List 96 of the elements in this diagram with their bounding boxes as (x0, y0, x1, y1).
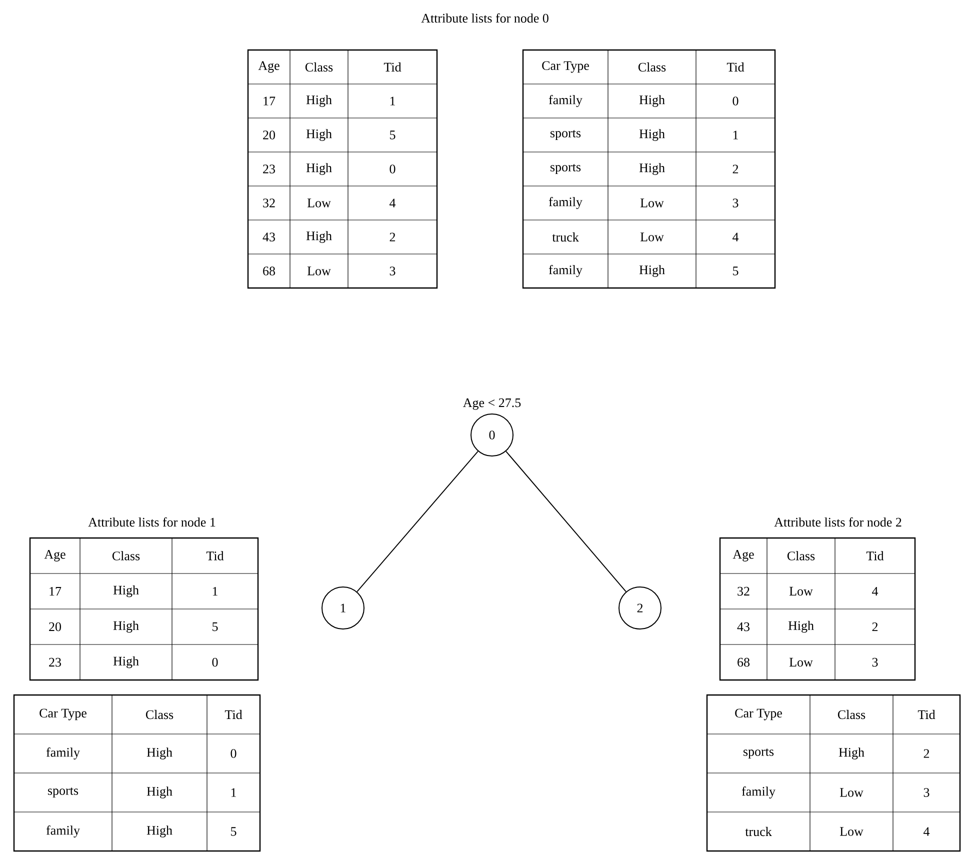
column-header: Car Type (40, 708, 86, 720)
cell-value: 3 (924, 788, 930, 797)
cell-value: 0 (732, 96, 738, 106)
column-header: Class (787, 551, 815, 560)
cell-value: 1 (733, 130, 738, 140)
cell-value: 0 (390, 164, 396, 174)
cell-value: Low (789, 658, 813, 667)
column-header: Class (112, 551, 140, 560)
cell-value: High (639, 95, 665, 107)
cell-value: family (742, 786, 776, 798)
cell-value: High (838, 748, 864, 760)
table-heading: Attribute lists for node 0 (421, 13, 548, 23)
cell-value: sports (550, 130, 581, 140)
cell-value: High (146, 748, 172, 760)
cell-value: High (639, 163, 665, 175)
column-header: Car Type (735, 708, 782, 720)
cell-value: High (306, 129, 332, 141)
column-header: Class (305, 62, 333, 72)
cell-value: High (306, 231, 332, 243)
cell-value: High (306, 95, 332, 107)
cell-value: 3 (390, 266, 396, 276)
cell-value: 3 (872, 658, 878, 667)
cell-value: High (788, 620, 814, 633)
cell-value: family (46, 826, 80, 838)
table-heading: Attribute lists for node 1 (88, 517, 216, 527)
cell-value: family (46, 748, 80, 760)
cell-value: family (548, 197, 582, 209)
cell-value: High (113, 620, 139, 633)
cell-value: High (113, 656, 139, 668)
cell-value: 4 (732, 232, 739, 242)
cell-value: High (306, 163, 332, 175)
cell-value: 4 (872, 586, 878, 596)
cell-value: High (639, 129, 665, 141)
cell-value: 3 (732, 198, 738, 208)
cell-value: family (548, 265, 582, 277)
column-header: Tid (384, 62, 402, 72)
cell-value: Low (840, 788, 864, 797)
cell-value: truck (552, 232, 579, 242)
cell-value: 0 (212, 658, 218, 667)
cell-value: 2 (390, 232, 396, 242)
cell-value: Low (789, 586, 813, 596)
cell-value: 2 (872, 622, 878, 632)
cell-value: sports (48, 787, 78, 798)
cell-value: Low (307, 266, 331, 276)
column-header: Tid (224, 710, 242, 720)
column-header: Class (146, 710, 174, 720)
branch-line (505, 450, 627, 592)
cell-value: truck (745, 826, 772, 836)
cell-value: 1 (231, 788, 236, 797)
cell-value: 17 (50, 586, 62, 596)
cell-value: 2 (924, 749, 930, 758)
column-header: Age (258, 61, 280, 73)
column-header: Tid (726, 62, 744, 72)
cell-value: High (639, 265, 665, 277)
cell-value: 0 (230, 749, 236, 758)
cell-value: 4 (390, 198, 396, 208)
cell-value: sports (550, 164, 581, 174)
column-header: Age (732, 550, 754, 562)
cell-value: 23 (263, 164, 275, 174)
column-header: Class (638, 62, 666, 72)
cell-value: 68 (263, 266, 275, 276)
cell-value: 5 (733, 266, 738, 276)
cell-value: 5 (390, 130, 396, 140)
cell-value: 5 (231, 827, 236, 836)
cell-value: 68 (738, 658, 750, 667)
split-condition: Age < 27.5 (463, 398, 521, 410)
cell-value: Low (640, 232, 664, 242)
cell-value: family (548, 95, 582, 107)
column-header: Car Type (542, 61, 589, 73)
cell-value: 43 (262, 232, 275, 242)
cell-value: 17 (264, 96, 276, 106)
cell-value: Low (307, 198, 331, 208)
column-header: Tid (866, 551, 884, 560)
cell-value: 4 (924, 827, 930, 836)
column-header: Tid (918, 710, 936, 720)
cell-value: Low (640, 198, 664, 208)
cell-value: High (113, 585, 139, 598)
cell-value: sports (744, 748, 774, 759)
cell-value: 1 (212, 586, 218, 596)
cell-value: 1 (390, 96, 395, 106)
cell-value: 43 (737, 622, 750, 632)
cell-value: 5 (212, 622, 218, 632)
column-header: Class (838, 710, 866, 720)
branch-line (356, 450, 478, 592)
cell-value: 2 (732, 164, 738, 174)
cell-value: 32 (263, 198, 275, 208)
column-header: Tid (206, 551, 224, 560)
cell-value: 20 (49, 622, 61, 632)
cell-value: 20 (263, 130, 275, 140)
cell-value: 32 (738, 586, 750, 596)
cell-value: High (146, 826, 172, 838)
table-heading: Attribute lists for node 2 (774, 517, 902, 527)
cell-value: Low (840, 827, 864, 836)
cell-value: High (146, 786, 172, 798)
cell-value: 23 (49, 658, 61, 667)
column-header: Age (44, 550, 66, 562)
